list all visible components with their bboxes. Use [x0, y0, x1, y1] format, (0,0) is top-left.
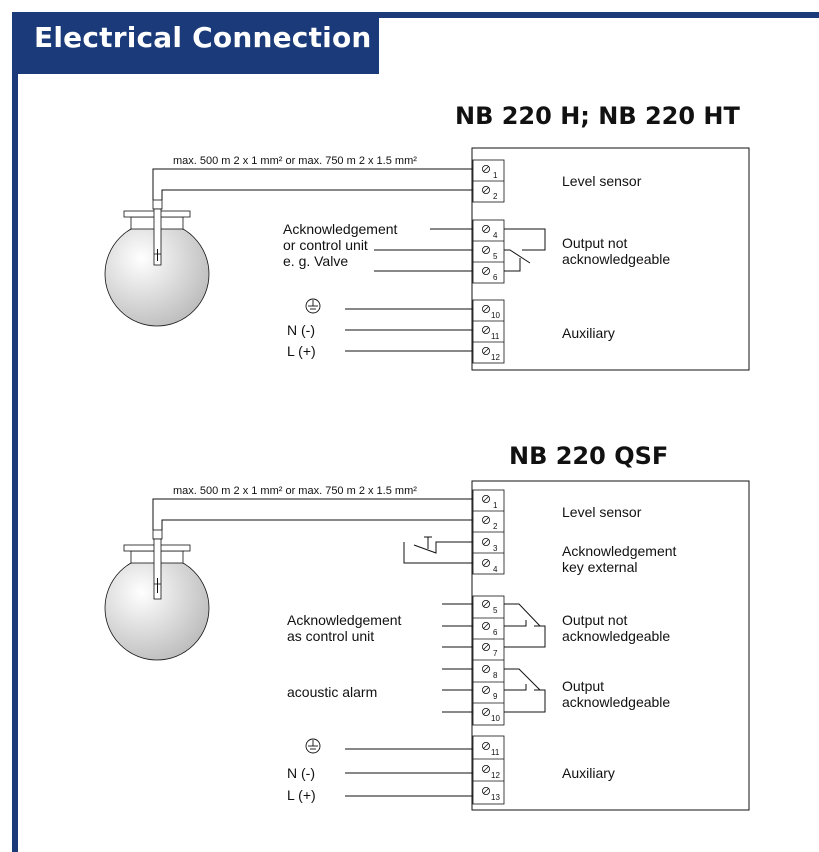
- diagram-1-output-wires: [374, 228, 473, 272]
- diagram-2-output-wires: [442, 603, 473, 713]
- diagram-2-out-ack-label-2: acknowledgeable: [562, 694, 670, 710]
- terminal-number: 2: [493, 192, 498, 201]
- diagram-2-ack-key-label-1: Acknowledgement: [562, 543, 677, 559]
- diagram-1-auxiliary-label: Auxiliary: [562, 325, 615, 341]
- terminal-number: 1: [493, 501, 498, 510]
- terminal-number: 2: [493, 522, 498, 531]
- diagram-2-relay-contact-1: [504, 603, 546, 648]
- earth-ground-icon: [305, 298, 321, 314]
- diagram-2-out-not-label-2: acknowledgeable: [562, 628, 670, 644]
- diagram-2-terminal-strip: [472, 489, 505, 805]
- diagram-2-relay-contact-2: [504, 668, 546, 713]
- diagram-2-device-box: [471, 480, 750, 811]
- terminal-number: 12: [491, 353, 500, 362]
- terminal-number: 10: [491, 714, 500, 723]
- diagram-1-output-label-1: Output not: [562, 235, 627, 251]
- page-title: Electrical Connection: [34, 21, 372, 54]
- diagram-2-auxiliary-label: Auxiliary: [562, 765, 615, 781]
- terminal-number: 3: [493, 544, 498, 553]
- diagram-2-title: NB 220 QSF: [509, 442, 668, 470]
- diagram-1-cable-label: max. 500 m 2 x 1 mm² or max. 750 m 2 x 1…: [173, 155, 417, 167]
- diagram-1-terminal-strip: [472, 159, 505, 364]
- diagram-2-alarm-label: acoustic alarm: [287, 684, 377, 700]
- diagram-1-device-box: [471, 147, 750, 371]
- earth-ground-icon: [305, 738, 321, 754]
- diagram-2-neutral-label: N (-): [287, 765, 315, 781]
- terminal-number: 12: [491, 771, 500, 780]
- terminal-number: 8: [493, 671, 498, 680]
- diagram-2-sensor-cable: [152, 498, 473, 530]
- diagram-1-live-label: L (+): [287, 343, 316, 359]
- push-button-key-icon: [403, 536, 473, 564]
- diagram-2-out-not-label-1: Output not: [562, 612, 627, 628]
- terminal-number: 6: [493, 628, 498, 637]
- terminal-number: 5: [493, 252, 498, 261]
- diagram-1-ack-label-1: Acknowledgement: [283, 221, 398, 237]
- diagram-2-live-label: L (+): [287, 787, 316, 803]
- diagram-1-relay-contact: [504, 228, 546, 272]
- diagram-1-power-wires: [345, 308, 473, 352]
- terminal-number: 4: [493, 565, 498, 574]
- diagram-1-ack-label-2: or control unit: [283, 237, 368, 253]
- diagram-1-sensor-cable: [152, 168, 473, 200]
- terminal-number: 6: [493, 273, 498, 282]
- terminal-number: 7: [493, 649, 498, 658]
- terminal-number: 11: [491, 332, 500, 341]
- top-rule: [379, 12, 819, 18]
- diagram-2-ack-key-label-2: key external: [562, 559, 637, 575]
- diagram-1-terminal-screws: [481, 164, 490, 355]
- diagram-2-ack-label-1: Acknowledgement: [287, 612, 402, 628]
- diagram-2-power-wires: [345, 748, 473, 797]
- header-bar: [12, 12, 379, 74]
- terminal-number: 9: [493, 692, 498, 701]
- diagram-2-ack-label-2: as control unit: [287, 628, 374, 644]
- diagram-1-title: NB 220 H; NB 220 HT: [455, 102, 741, 130]
- terminal-number: 4: [493, 231, 498, 240]
- diagram-1-output-label-2: acknowledgeable: [562, 251, 670, 267]
- terminal-number: 10: [491, 311, 500, 320]
- diagram-2-cable-label: max. 500 m 2 x 1 mm² or max. 750 m 2 x 1…: [173, 485, 417, 497]
- diagram-1-neutral-label: N (-): [287, 322, 315, 338]
- diagram-2-tank: [104, 529, 210, 661]
- terminal-number: 13: [491, 793, 500, 802]
- terminal-number: 5: [493, 606, 498, 615]
- left-rule: [12, 74, 18, 852]
- diagram-1-level-sensor-label: Level sensor: [562, 173, 642, 189]
- diagram-1-ack-label-3: e. g. Valve: [283, 253, 348, 269]
- diagram-1-tank: [104, 199, 210, 327]
- terminal-number: 1: [493, 171, 498, 180]
- diagram-2-terminal-screws: [481, 494, 490, 796]
- diagram-2-out-ack-label-1: Output: [562, 678, 604, 694]
- terminal-number: 11: [491, 748, 500, 757]
- diagram-2-level-sensor-label: Level sensor: [562, 504, 642, 520]
